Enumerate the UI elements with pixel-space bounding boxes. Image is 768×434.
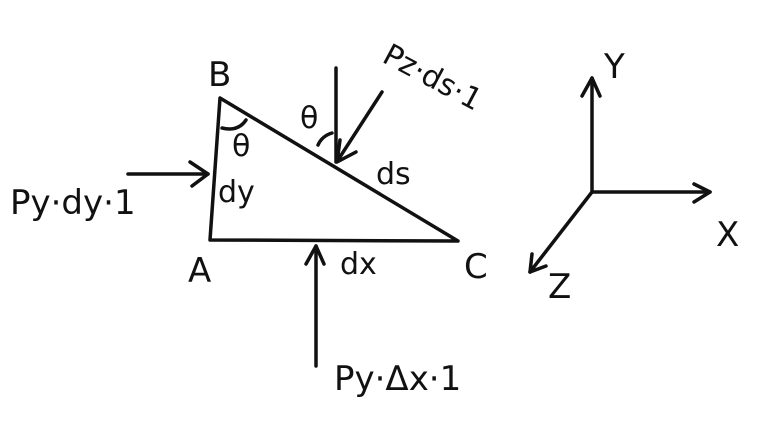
angle-label-b: θ [232,129,251,164]
angle-arc-b [220,118,248,131]
z-axis [528,190,594,274]
vertex-label-b: B [208,55,232,95]
vertex-label-a: A [188,251,212,291]
axis-label-y: Y [604,47,625,87]
hypotenuse-arrowhead [335,138,358,164]
side-label-ds: ds [376,157,411,192]
axis-label-x: X [716,215,740,255]
side-label-dy: dy [218,175,255,210]
x-axis-arrowhead [692,182,712,204]
z-axis-arrowhead [528,252,548,274]
vertex-label-c: C [464,247,488,287]
force-label-bottom: Py·Δx·1 [334,359,462,399]
inclined-force-arrow [336,90,384,162]
bottom-force-arrowhead [304,244,326,266]
angle-arc-hypotenuse [316,131,334,147]
y-axis-arrowhead [580,76,602,98]
left-force-arrowhead [188,160,210,188]
side-label-dx: dx [340,247,377,282]
force-label-left: Py·dy·1 [10,183,136,223]
axis-label-z: Z [548,267,572,307]
triangle-abc [208,96,460,243]
angle-label-hypotenuse: θ [300,101,319,136]
